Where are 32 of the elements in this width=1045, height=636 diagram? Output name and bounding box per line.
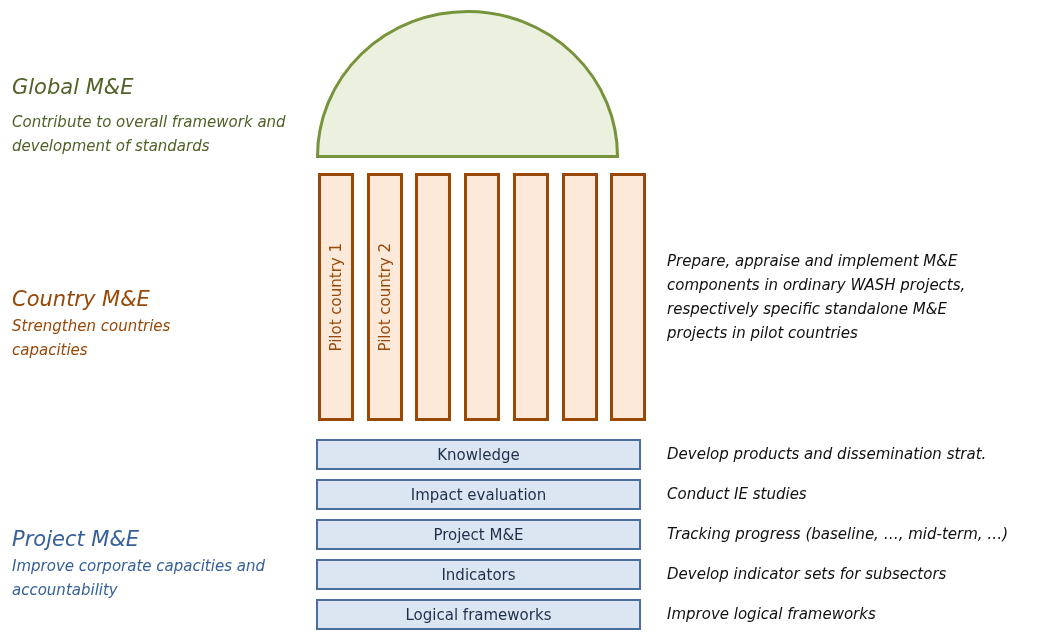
section-heading: Project M&E [12,526,141,553]
section-heading: Country M&E [12,286,151,313]
layer-description: Improve logical frameworks [667,604,877,625]
layer-box [316,559,641,590]
layer-description: Develop indicator sets for subsectors [667,564,948,585]
pillar-box [610,173,647,421]
layer-box [316,599,641,630]
layer-description: Conduct IE studies [667,484,808,505]
layer-label: Knowledge [437,445,520,464]
pillar-box [464,173,501,421]
layer-description: Tracking progress (baseline, …, mid-term, …) [667,524,1010,545]
layer-box [316,519,641,550]
layer-box [316,439,641,470]
layer-label: Project M&E [433,525,524,544]
pillar-box [366,173,403,421]
pillar-box [415,173,452,421]
pillar-label: Pilot country 1 [327,242,345,352]
pillar-box [561,173,598,421]
layer-description: Develop products and dissemination strat. [667,444,988,465]
layer-label: Impact evaluation [410,485,547,504]
section-description: Contribute to overall framework and development of standards [12,112,287,157]
pillar-box [318,173,354,421]
layer-box [316,479,641,510]
section-description: Improve corporate capacities and accountability [12,556,266,601]
section-heading: Global M&E [12,74,135,101]
pillar-box [512,173,549,421]
semicircle-dome [316,10,619,158]
layer-label: Indicators [441,565,516,584]
section-description: Strengthen countries capacities [12,316,172,361]
pillar-description: Prepare, appraise and implement M&E components in ordinary WASH projects, respectively specific standalone M&E projects in pilot countries [667,251,967,344]
pillar-label: Pilot country 2 [375,242,394,352]
layer-label: Logical frameworks [405,605,552,624]
